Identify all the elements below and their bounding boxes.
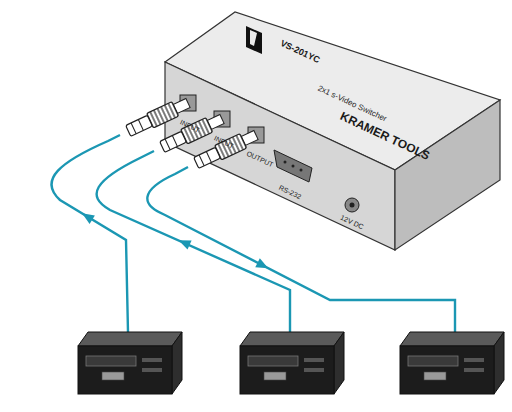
dc-jack — [345, 198, 359, 212]
rs232-port — [274, 150, 312, 182]
switcher-housing — [165, 12, 500, 250]
signal-arrow — [79, 209, 270, 273]
svideo-plug — [125, 96, 260, 170]
video-cable — [51, 135, 455, 332]
video-device — [78, 332, 504, 394]
